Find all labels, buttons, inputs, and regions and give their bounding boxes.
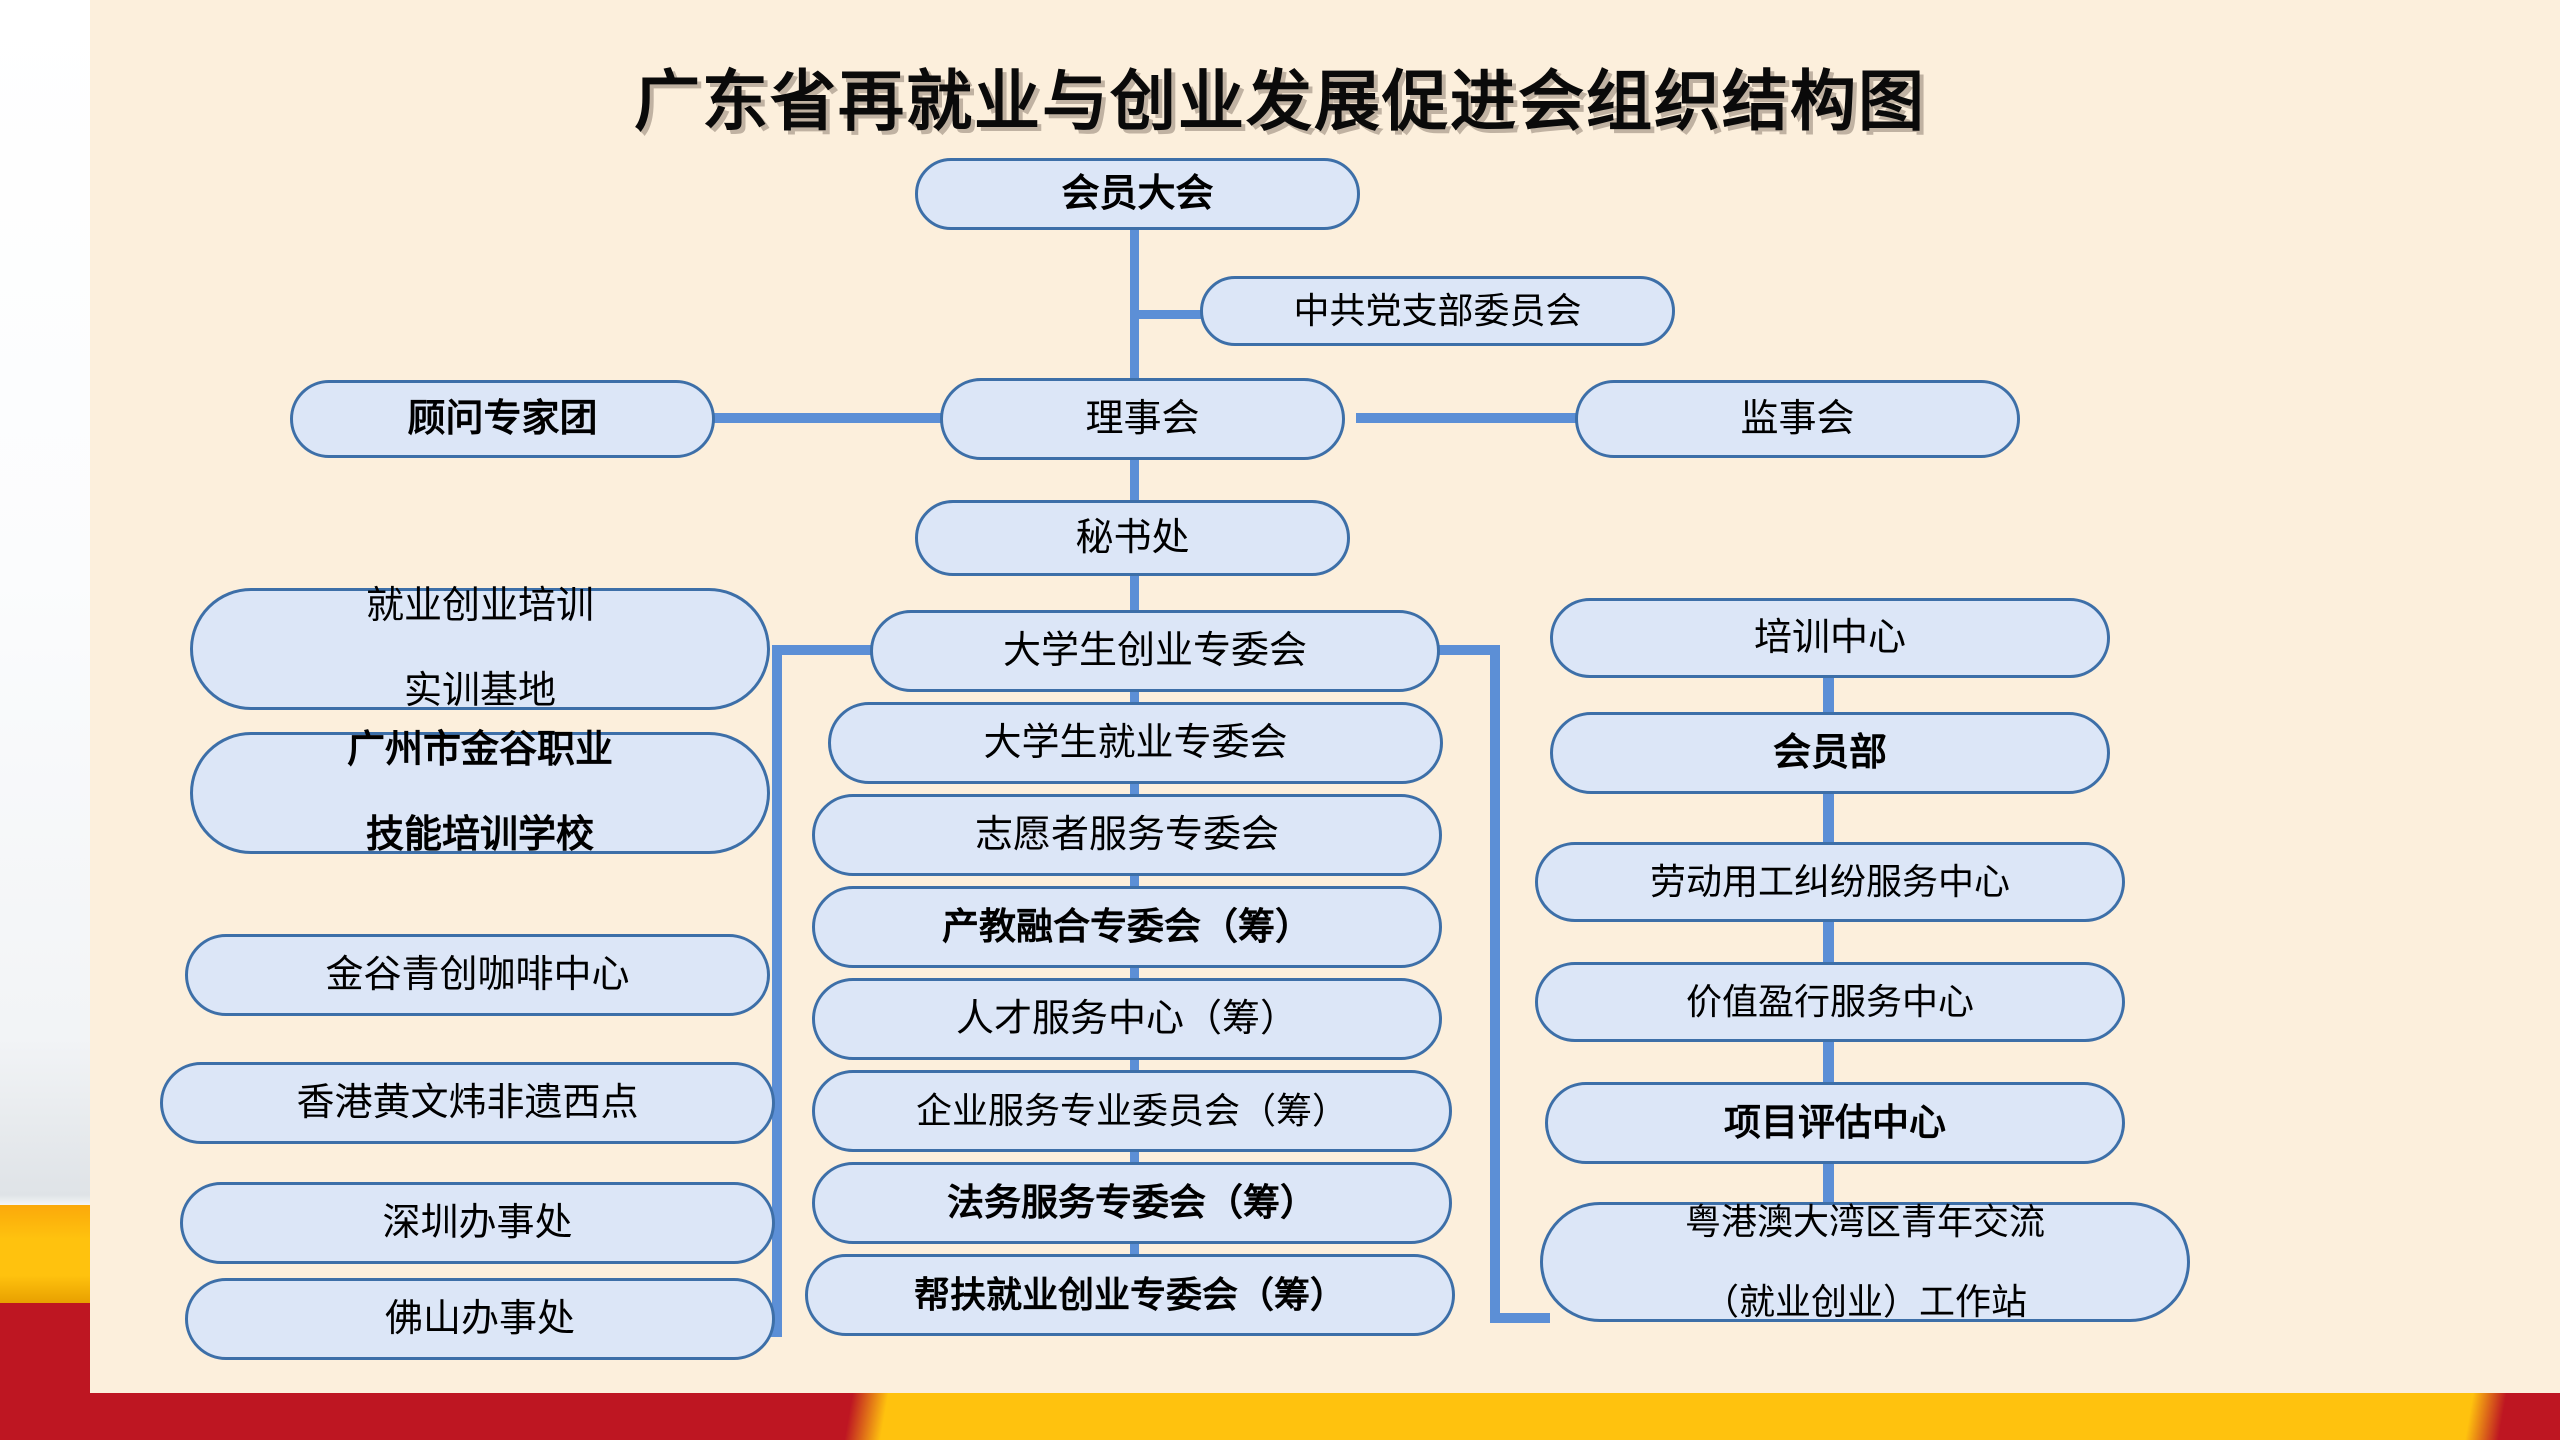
connector-assembly-down	[1130, 228, 1139, 418]
connector-r4-r5	[1823, 1030, 1834, 1088]
connector-left-bracket-vertical	[772, 645, 782, 1337]
node-student-employment-committee[interactable]: 大学生就业专委会	[828, 702, 1443, 784]
node-industry-education-committee-label: 产教融合专委会（筹）	[942, 906, 1312, 948]
node-jingu-vocational-school[interactable]: 广州市金谷职业 技能培训学校	[190, 729, 770, 857]
node-student-entrepreneurship-committee[interactable]: 大学生创业专委会	[870, 610, 1440, 692]
node-secretariat-label: 秘书处	[1075, 516, 1190, 559]
node-shenzhen-office-label: 深圳办事处	[382, 1201, 573, 1244]
node-industry-education-committee[interactable]: 产教融合专委会（筹）	[812, 886, 1442, 968]
connector-secretariat-c1	[1130, 570, 1139, 625]
node-assembly[interactable]: 会员大会	[915, 158, 1360, 230]
node-gba-workstation-line2: （就业创业）工作站	[1702, 1281, 2027, 1323]
node-volunteer-service-committee-label: 志愿者服务专委会	[974, 813, 1279, 856]
bottom-gold-band	[0, 1393, 2560, 1440]
connector-r5-r6	[1823, 1150, 1834, 1208]
left-edge-gold-accent	[0, 1205, 90, 1303]
node-gba-youth-workstation-label: 粤港澳大湾区青年交流 （就业创业）工作站	[1557, 1200, 2173, 1323]
node-advisory-panel-label: 顾问专家团	[407, 397, 598, 440]
node-project-evaluation-center[interactable]: 项目评估中心	[1545, 1082, 2125, 1164]
node-legal-service-committee-label: 法务服务专委会（筹）	[947, 1182, 1317, 1224]
connector-right-bracket-foot	[1490, 1313, 1550, 1323]
node-jingu-school-line1: 广州市金谷职业	[346, 729, 613, 772]
node-project-evaluation-center-label: 项目评估中心	[1724, 1102, 1946, 1144]
node-secretariat[interactable]: 秘书处	[915, 500, 1350, 576]
node-jingu-school-line2: 技能培训学校	[365, 814, 594, 857]
connector-right-bracket-horizontal	[1400, 645, 1500, 655]
connector-c3-c4	[1130, 860, 1139, 898]
connector-council-secretariat	[1130, 460, 1139, 510]
node-student-employment-committee-label: 大学生就业专委会	[983, 721, 1288, 764]
connector-left-bracket-horizontal	[772, 645, 882, 655]
node-training-center[interactable]: 培训中心	[1550, 598, 2110, 678]
node-hk-pastry-label: 香港黄文炜非遗西点	[296, 1081, 639, 1124]
connector-r3-r4	[1823, 910, 1834, 968]
node-student-entrepreneurship-committee-label: 大学生创业专委会	[1002, 629, 1307, 672]
node-value-service-center[interactable]: 价值盈行服务中心	[1535, 962, 2125, 1042]
connector-c5-c6	[1130, 1044, 1139, 1082]
node-council-label: 理事会	[1085, 397, 1200, 440]
node-legal-service-committee[interactable]: 法务服务专委会（筹）	[812, 1162, 1452, 1244]
connector-c6-c7	[1130, 1136, 1139, 1174]
page-title: 广东省再就业与创业发展促进会组织结构图	[634, 64, 1926, 138]
node-advisory-panel[interactable]: 顾问专家团	[290, 380, 715, 458]
node-training-center-label: 培训中心	[1753, 616, 1906, 659]
connector-party-branch	[1130, 310, 1210, 319]
node-council[interactable]: 理事会	[940, 378, 1345, 460]
node-party-branch-label: 中共党支部委员会	[1293, 289, 1582, 331]
node-employment-assistance-committee-label: 帮扶就业创业专委会（筹）	[913, 1273, 1346, 1315]
connector-council-left	[700, 413, 1140, 423]
node-shenzhen-office[interactable]: 深圳办事处	[180, 1182, 775, 1264]
node-training-base-line2: 实训基地	[403, 670, 556, 713]
node-enterprise-service-committee-label: 企业服务专业委员会（筹）	[915, 1089, 1348, 1131]
node-gba-youth-workstation[interactable]: 粤港澳大湾区青年交流 （就业创业）工作站	[1540, 1200, 2190, 1323]
connector-r1-r2	[1823, 675, 1834, 725]
connector-council-right	[1356, 413, 1586, 423]
connector-c4-c5	[1130, 952, 1139, 990]
node-value-service-center-label: 价值盈行服务中心	[1685, 980, 1974, 1022]
node-volunteer-service-committee[interactable]: 志愿者服务专委会	[812, 794, 1442, 876]
node-jingu-vocational-school-label: 广州市金谷职业 技能培训学校	[207, 729, 753, 857]
node-hk-pastry[interactable]: 香港黄文炜非遗西点	[160, 1062, 775, 1144]
connector-c2-c3	[1130, 768, 1139, 806]
node-supervisory-board[interactable]: 监事会	[1575, 380, 2020, 458]
node-jingu-cafe[interactable]: 金谷青创咖啡中心	[185, 934, 770, 1016]
node-training-base-label: 就业创业培训 实训基地	[207, 585, 753, 713]
node-labor-dispute-center-label: 劳动用工纠纷服务中心	[1649, 860, 2010, 902]
node-party-branch[interactable]: 中共党支部委员会	[1200, 276, 1675, 346]
left-edge-strip	[0, 0, 90, 1440]
node-supervisory-board-label: 监事会	[1740, 397, 1855, 440]
node-enterprise-service-committee[interactable]: 企业服务专业委员会（筹）	[812, 1070, 1452, 1152]
node-membership-department[interactable]: 会员部	[1550, 712, 2110, 794]
node-training-base-line1: 就业创业培训	[365, 585, 594, 628]
node-labor-dispute-center[interactable]: 劳动用工纠纷服务中心	[1535, 842, 2125, 922]
node-talent-service-center[interactable]: 人才服务中心（筹）	[812, 978, 1442, 1060]
node-jingu-cafe-label: 金谷青创咖啡中心	[325, 953, 630, 996]
node-foshan-office-label: 佛山办事处	[384, 1297, 575, 1340]
connector-c1-c2	[1130, 675, 1139, 715]
node-membership-department-label: 会员部	[1772, 731, 1887, 774]
connector-c7-c8	[1130, 1228, 1139, 1266]
node-talent-service-center-label: 人才服务中心（筹）	[955, 997, 1298, 1040]
connector-right-bracket-vertical	[1490, 645, 1500, 1323]
node-foshan-office[interactable]: 佛山办事处	[185, 1278, 775, 1360]
node-employment-assistance-committee[interactable]: 帮扶就业创业专委会（筹）	[805, 1254, 1455, 1336]
node-training-base[interactable]: 就业创业培训 实训基地	[190, 585, 770, 713]
connector-r2-r3	[1823, 790, 1834, 848]
node-assembly-label: 会员大会	[1061, 172, 1214, 215]
node-gba-workstation-line1: 粤港澳大湾区青年交流	[1684, 1200, 2045, 1242]
